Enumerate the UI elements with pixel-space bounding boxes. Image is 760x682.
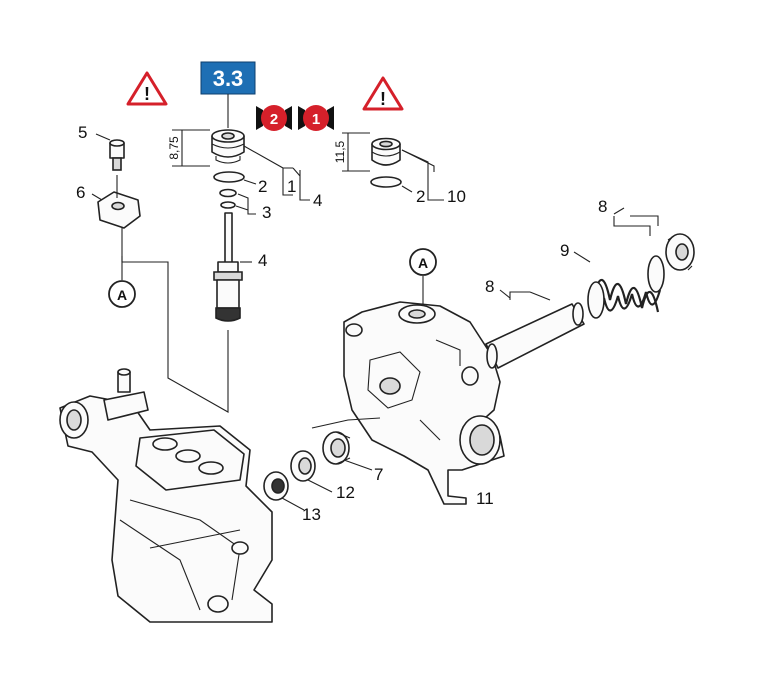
seal-7 [322, 431, 351, 465]
callout-12: 12 [336, 483, 355, 502]
ring-12 [290, 450, 316, 482]
piston-8 [485, 302, 585, 369]
callout-2b: 2 [416, 187, 425, 206]
o-ring-2-right [370, 176, 402, 188]
warning-triangle-icon: ! [362, 76, 404, 111]
callout-6: 6 [76, 183, 85, 202]
step-2-label: 2 [270, 111, 278, 128]
pump-head [59, 368, 273, 623]
screw-5 [109, 139, 125, 171]
reference-circle-icon: A [108, 280, 136, 308]
callout-2a: 2 [258, 177, 267, 196]
svg-text:8,75: 8,75 [167, 136, 181, 160]
dimension-left: 8,75 [167, 129, 210, 167]
valve-seat-left [211, 129, 245, 164]
svg-text:A: A [418, 255, 428, 271]
dimension-right: 11,5 [333, 132, 370, 172]
pump-housing-11 [343, 301, 505, 505]
svg-text:!: ! [380, 89, 386, 109]
step-badge-icon: 2 [256, 105, 292, 131]
callout-8a: 8 [598, 197, 607, 216]
ring-3b [220, 201, 236, 209]
callout-9: 9 [560, 241, 569, 260]
callout-8b: 8 [485, 277, 494, 296]
callout-13: 13 [302, 505, 321, 524]
step-badge-icon: 1 [298, 105, 334, 131]
spring-9 [587, 255, 665, 319]
flange-6 [97, 175, 141, 229]
callout-4a: 4 [313, 191, 322, 210]
valve-seat-right [371, 137, 401, 166]
callout-5: 5 [78, 123, 87, 142]
spring-retainer-8 [665, 233, 695, 271]
callout-10: 10 [447, 187, 466, 206]
callout-3: 3 [262, 203, 271, 222]
ring-3a [219, 188, 237, 198]
section-badge-label: 3.3 [213, 66, 244, 91]
callout-7: 7 [374, 465, 383, 484]
step-1-label: 1 [312, 111, 320, 128]
callout-1: 1 [287, 177, 296, 196]
seal-13 [263, 471, 289, 501]
callout-11: 11 [476, 489, 494, 508]
o-ring-2-left [213, 171, 245, 183]
section-badge: 3.3 [200, 61, 256, 95]
svg-text:!: ! [144, 84, 150, 104]
svg-text:A: A [117, 287, 127, 303]
svg-text:11,5: 11,5 [333, 140, 347, 163]
reference-circle-icon: A [409, 248, 437, 276]
warning-triangle-icon: ! [126, 71, 168, 106]
valve-assembly-4 [213, 212, 243, 322]
callout-4b: 4 [258, 251, 267, 270]
